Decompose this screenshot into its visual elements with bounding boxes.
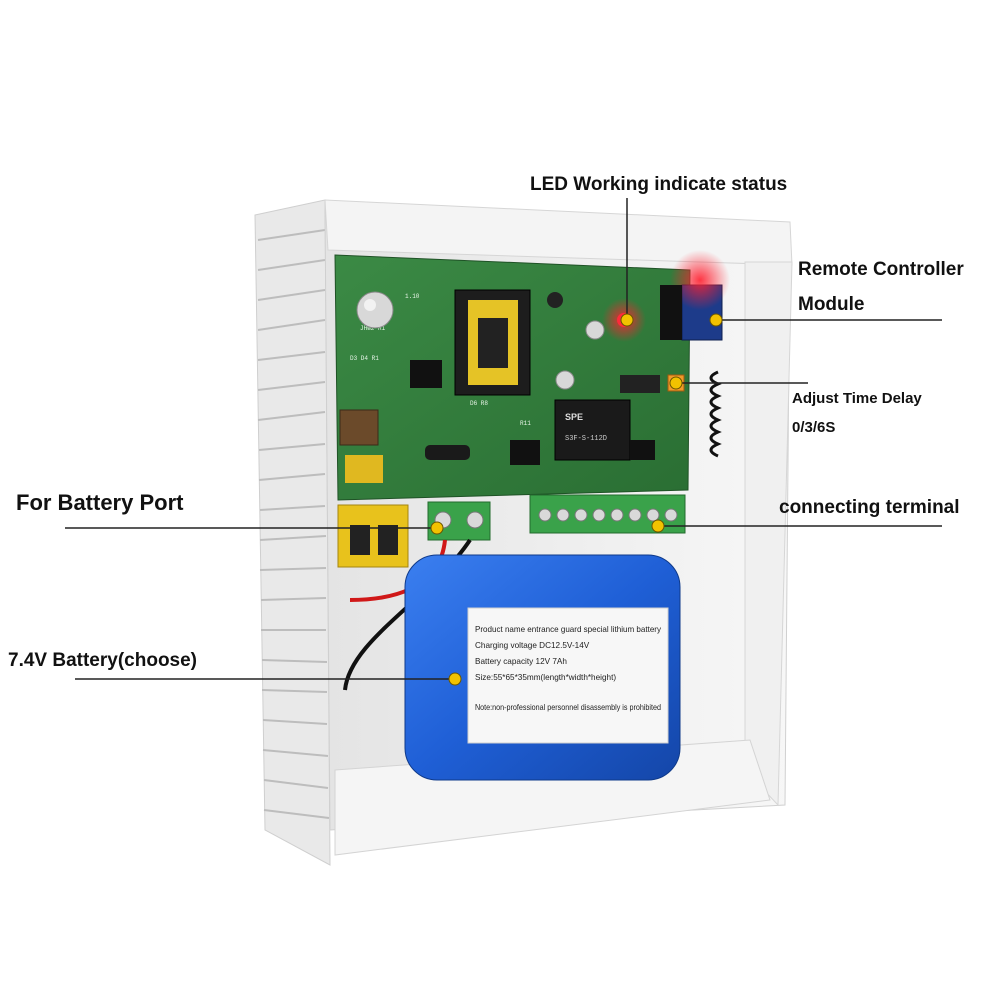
callout-remote-module-line1: Remote Controller: [798, 259, 964, 280]
antenna-coil: [709, 370, 722, 458]
battery-label: [467, 607, 669, 744]
svg-text:JHW2 R1: JHW2 R1: [360, 325, 386, 332]
callout-dot-battery: [448, 672, 462, 686]
battery-label-line4: Size:55*65*35mm(length*width*height): [475, 673, 616, 682]
fuse-block: [337, 504, 409, 568]
enclosure-right-wall: [744, 261, 793, 807]
relay: [554, 399, 631, 461]
callout-dot-led: [620, 313, 634, 327]
battery-label-line2: Charging voltage DC12.5V-14V: [475, 641, 590, 650]
callout-battery: 7.4V Battery(choose): [8, 650, 198, 671]
callout-dot-remote: [709, 313, 723, 327]
svg-text:SPE: SPE: [565, 412, 583, 422]
callout-dot-battery-port: [430, 521, 444, 535]
battery-label-line3: Battery capacity 12V 7Ah: [475, 657, 567, 666]
battery-label-line1: Product name entrance guard special lith…: [475, 625, 662, 634]
svg-text:R11: R11: [520, 420, 531, 427]
svg-text:D3 D4 R1: D3 D4 R1: [350, 355, 379, 362]
callout-dot-delay: [669, 376, 683, 390]
capacitor: [356, 291, 394, 329]
svg-text:1.10: 1.10: [405, 293, 420, 300]
callout-leader-lines: [65, 198, 942, 680]
callout-dot-terminal: [651, 519, 665, 533]
callout-time-delay-line1: Adjust Time Delay: [792, 390, 922, 407]
svg-text:S3F-S-112D: S3F-S-112D: [565, 435, 607, 443]
callout-led-status: LED Working indicate status: [530, 174, 788, 195]
svg-text:D6 R8: D6 R8: [470, 400, 488, 407]
callout-connecting-terminal: connecting terminal: [779, 497, 960, 518]
battery-label-line5: Note:non-professional personnel disassem…: [475, 703, 661, 712]
callout-battery-port: For Battery Port: [16, 490, 184, 515]
callout-remote-module-line2: Module: [798, 294, 865, 315]
enclosure-left-fins: [254, 199, 331, 866]
lithium-battery: Product name entrance guard special lith…: [404, 554, 681, 781]
pcb-board: 1.10 JHW2 R1 D3 D4 R1 D6 R8 R11 R20 SPE …: [334, 250, 730, 501]
callout-time-delay-line2: 0/3/6S: [792, 419, 836, 436]
